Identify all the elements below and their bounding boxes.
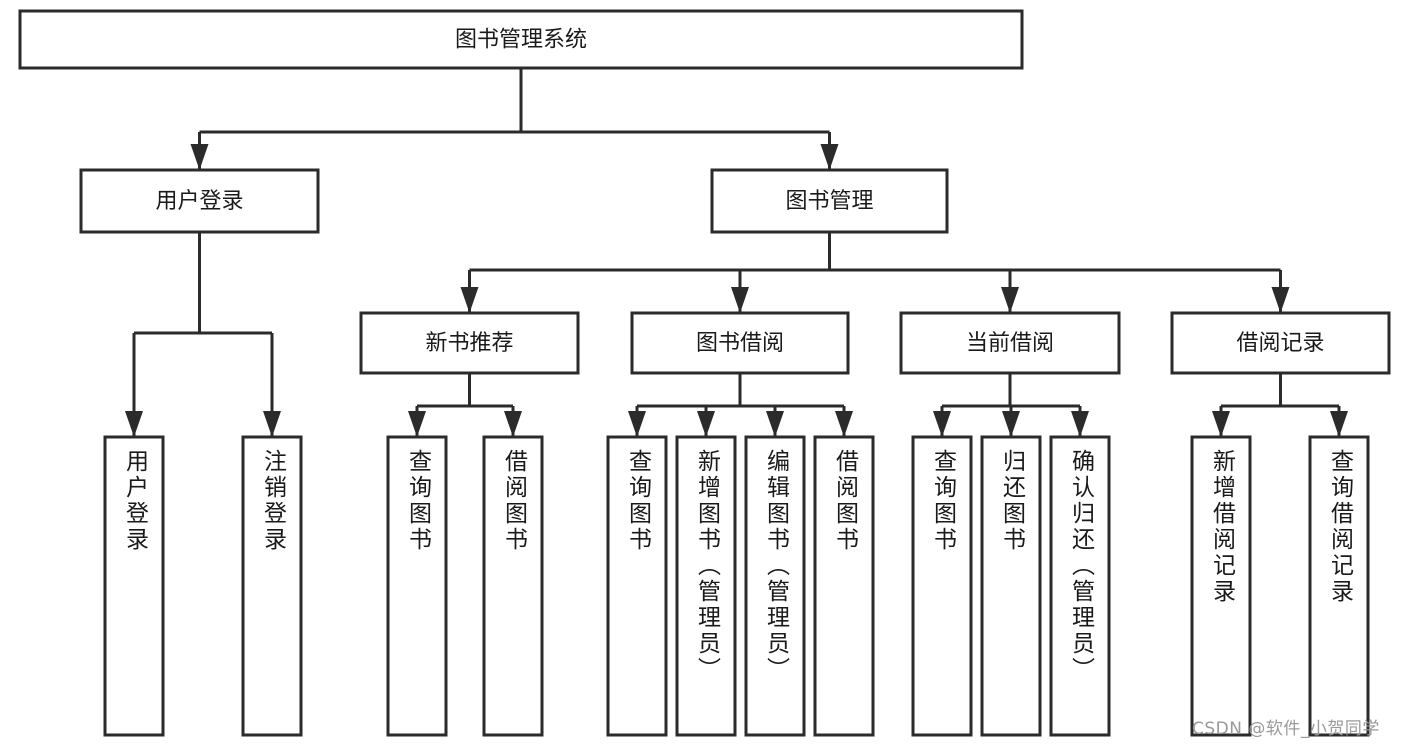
arrow-head-icon [731, 287, 749, 313]
node-leaf-user-login[interactable] [103, 435, 165, 737]
arrow-head-icon [933, 411, 951, 437]
node-leaf-user-logout[interactable] [241, 435, 303, 737]
node-label: 借阅记录 [1236, 331, 1324, 356]
node-box [606, 435, 668, 737]
node-leaf-add-record[interactable] [1190, 435, 1252, 737]
node-leaf-borrow-book-rec[interactable] [482, 435, 544, 737]
node-current-borrow[interactable]: 当前借阅 [899, 311, 1121, 375]
node-leaf-add-book[interactable] [675, 435, 737, 737]
node-label: 图书借阅 [696, 331, 784, 356]
node-box [103, 435, 165, 737]
arrow-head-icon [1330, 411, 1348, 437]
node-book-manage[interactable]: 图书管理 [710, 168, 949, 234]
arrow-head-icon [820, 144, 839, 170]
node-box [744, 435, 806, 737]
node-box [18, 9, 1024, 70]
node-box [1049, 435, 1111, 737]
arrow-head-icon [1271, 287, 1290, 313]
arrow-head-icon [697, 411, 715, 437]
node-label: 用户登录 [155, 189, 243, 214]
arrow-head-icon [190, 144, 209, 170]
node-box [980, 435, 1042, 737]
node-box [79, 168, 320, 234]
arrow-head-icon [504, 411, 522, 437]
node-box [1190, 435, 1252, 737]
node-box [630, 311, 850, 375]
node-leaf-edit-book[interactable] [744, 435, 806, 737]
node-user-login[interactable]: 用户登录 [79, 168, 320, 234]
arrow-head-icon [1002, 411, 1020, 437]
node-box [675, 435, 737, 737]
node-leaf-return-book[interactable] [980, 435, 1042, 737]
node-label: 图书管理系统 [455, 28, 587, 53]
node-new-book-rec[interactable]: 新书推荐 [359, 311, 580, 375]
node-label: 当前借阅 [966, 331, 1054, 356]
connector-layer [125, 68, 1348, 437]
arrow-head-icon [766, 411, 784, 437]
node-box [813, 435, 875, 737]
arrow-head-icon [1071, 411, 1089, 437]
arrow-head-icon [125, 411, 143, 437]
node-box [911, 435, 973, 737]
node-box [241, 435, 303, 737]
arrow-head-icon [835, 411, 853, 437]
arrow-head-icon [628, 411, 646, 437]
arrow-head-icon [460, 287, 479, 313]
arrow-head-icon [263, 411, 281, 437]
node-leaf-borrow-book[interactable] [813, 435, 875, 737]
node-box [386, 435, 448, 737]
node-box [359, 311, 580, 375]
node-book-borrow[interactable]: 图书借阅 [630, 311, 850, 375]
node-box [710, 168, 949, 234]
node-leaf-query-book[interactable] [606, 435, 668, 737]
node-leaf-query-book-rec[interactable] [386, 435, 448, 737]
arrow-head-icon [1001, 287, 1019, 313]
node-label: 新书推荐 [425, 331, 513, 356]
node-leaf-query-record[interactable] [1308, 435, 1370, 737]
arrow-head-icon [408, 411, 426, 437]
node-box [482, 435, 544, 737]
node-box [1308, 435, 1370, 737]
node-root[interactable]: 图书管理系统 [18, 9, 1024, 70]
node-label: 图书管理 [785, 189, 873, 214]
node-box [899, 311, 1121, 375]
arrow-head-icon [1212, 411, 1230, 437]
node-borrow-record[interactable]: 借阅记录 [1170, 311, 1391, 375]
node-box [1170, 311, 1391, 375]
node-leaf-query-book-cur[interactable] [911, 435, 973, 737]
watermark-text: CSDN @软件_小贺同学 [1192, 719, 1380, 739]
node-leaf-confirm-return[interactable] [1049, 435, 1111, 737]
